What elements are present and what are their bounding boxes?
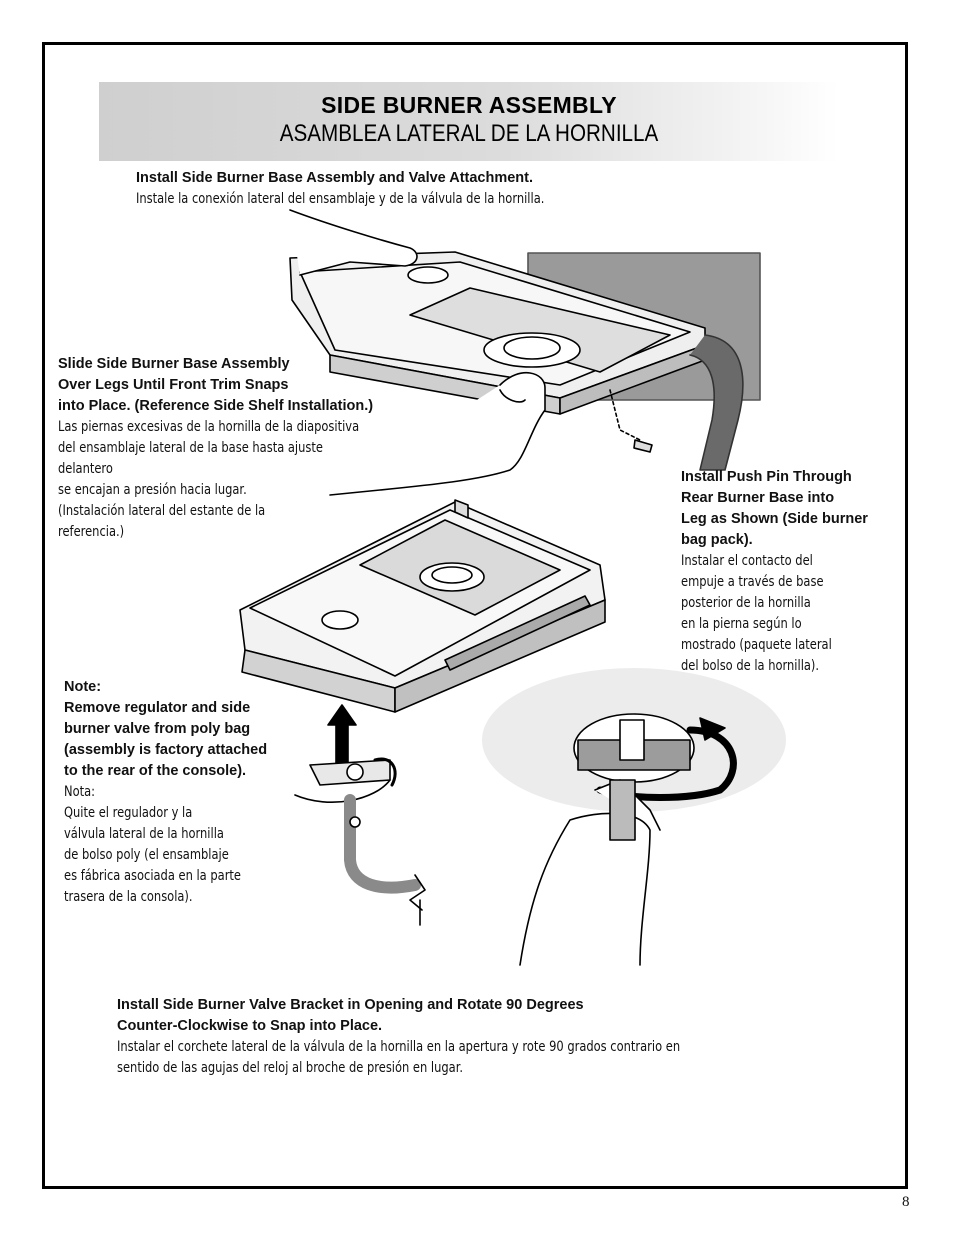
note-instruction: Note: Remove regulator and side burner v… — [64, 679, 268, 779]
bracket-step: Install Side Burner Valve Bracket in Ope… — [117, 995, 817, 1079]
bracket-instruction-spanish: Instalar el corchete lateral de la válvu… — [117, 1039, 681, 1076]
install-base-instruction: Install Side Burner Base Assembly and Va… — [136, 170, 534, 186]
page-number: 8 — [902, 1194, 910, 1210]
note-step: Note: Remove regulator and side burner v… — [64, 677, 314, 908]
slide-step: Slide Side Burner Base Assembly Over Leg… — [58, 354, 438, 543]
push-pin-step: Install Push Pin Through Rear Burner Bas… — [681, 467, 903, 677]
bracket-rotation-illustration — [482, 668, 786, 966]
install-base-instruction-spanish: Instale la conexión lateral del ensambla… — [136, 191, 545, 207]
title-banner: SIDE BURNER ASSEMBLY ASAMBLEA LATERAL DE… — [99, 82, 839, 161]
bracket-instruction: Install Side Burner Valve Bracket in Ope… — [117, 997, 584, 1034]
regulator-illustration — [294, 757, 426, 926]
page-border — [42, 42, 908, 1189]
page-title: SIDE BURNER ASSEMBLY — [321, 92, 617, 118]
install-base-step: Install Side Burner Base Assembly and Va… — [136, 168, 634, 210]
note-instruction-spanish: Nota: Quite el regulador y la válvula la… — [64, 784, 241, 905]
slide-instruction-spanish: Las piernas excesivas de la hornilla de … — [58, 419, 360, 540]
slide-instruction: Slide Side Burner Base Assembly Over Leg… — [58, 356, 374, 414]
installed-base-illustration — [289, 209, 761, 496]
page-title-spanish: ASAMBLEA LATERAL DE LA HORNILLA — [279, 120, 659, 147]
push-pin-instruction-spanish: Instalar el contacto del empuje a través… — [681, 553, 832, 674]
push-pin-instruction: Install Push Pin Through Rear Burner Bas… — [681, 469, 868, 548]
side-burner-base-illustration — [239, 499, 606, 771]
